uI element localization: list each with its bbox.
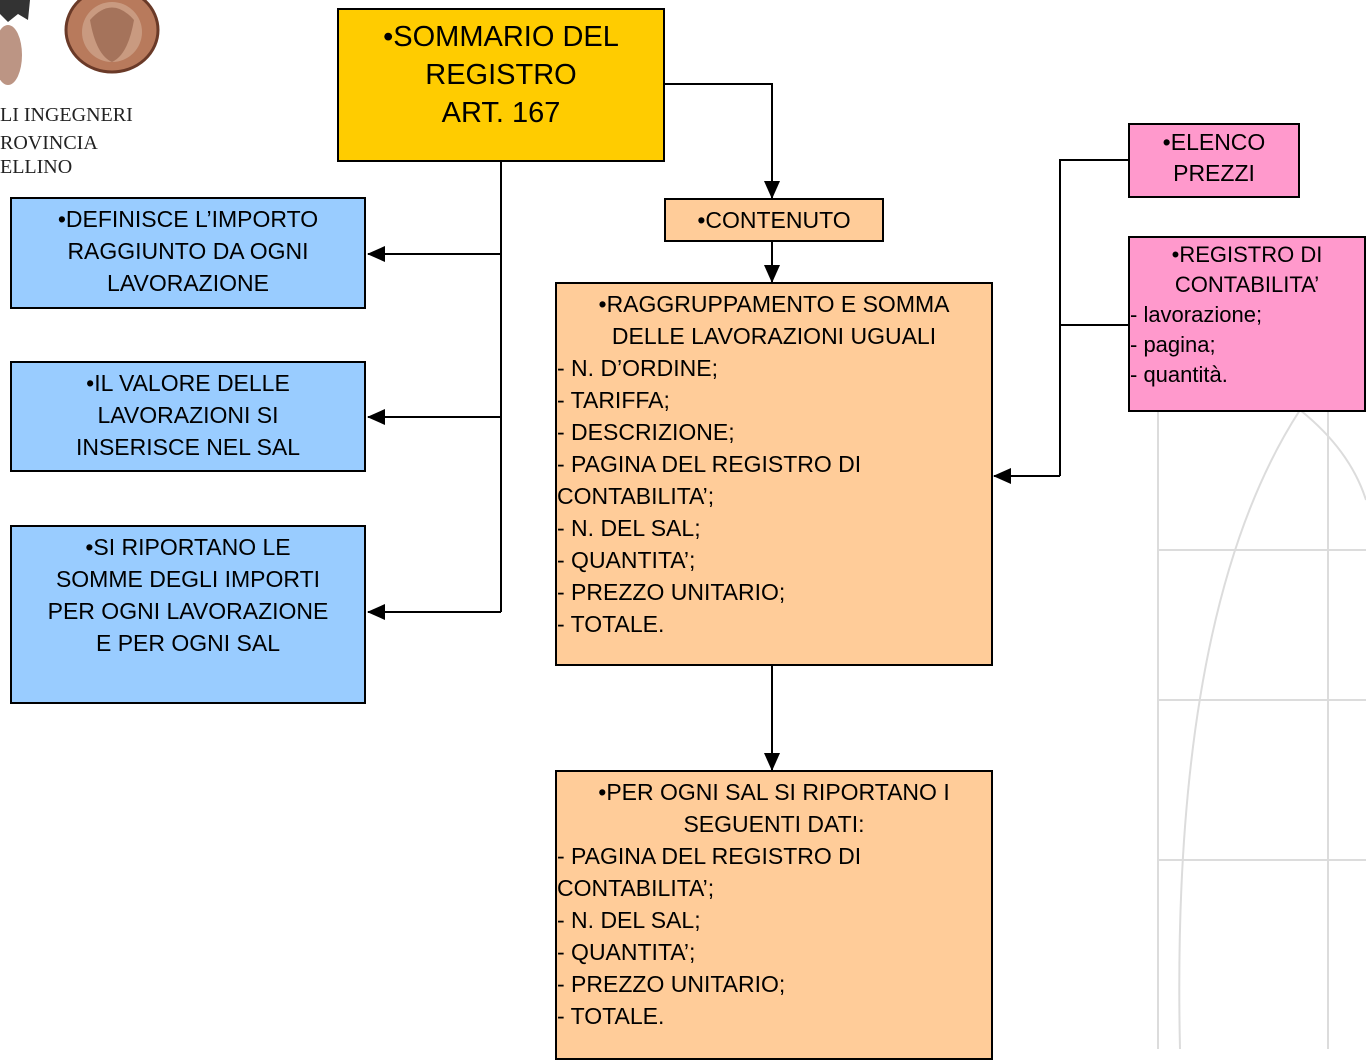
box-raggruppamento: •RAGGRUPPAMENTO E SOMMA DELLE LAVORAZION… [555,282,993,666]
ragg-item: - N. D’ORDINE; [557,355,718,381]
ragg-item: - N. DEL SAL; [557,515,701,541]
left2-line-1: •IL VALORE DELLE [86,370,290,396]
elenco-line-2: PREZZI [1173,160,1255,186]
registro-item: - pagina; [1130,332,1216,357]
persal-heading-1: •PER OGNI SAL SI RIPORTANO I [598,779,950,805]
ragg-item: - TARIFFA; [557,387,670,413]
ragg-item: - TOTALE. [557,611,665,637]
left2-line-2: LAVORAZIONI SI [97,402,279,428]
ragg-item: CONTABILITA’; [557,483,715,509]
left3-line-1: •SI RIPORTANO LE [85,534,291,560]
left3-line-3: PER OGNI LAVORAZIONE [47,598,329,624]
box-contenuto: •CONTENUTO [664,198,884,242]
left1-line-1: •DEFINISCE L’IMPORTO [57,206,319,232]
persal-item: - QUANTITA’; [557,939,696,965]
registro-heading-1: •REGISTRO DI [1171,242,1323,267]
contenuto-label: •CONTENUTO [697,207,851,233]
ragg-item: - PREZZO UNITARIO; [557,579,786,605]
ragg-item: - PAGINA DEL REGISTRO DI [557,451,862,477]
logo: LI INGEGNERI ROVINCIA ELLINO [0,0,170,180]
box-definisce-importo: •DEFINISCE L’IMPORTO RAGGIUNTO DA OGNI L… [10,197,366,309]
logo-seal [0,0,160,85]
left3-line-4: E PER OGNI SAL [95,630,281,656]
box-per-ogni-sal: •PER OGNI SAL SI RIPORTANO I SEGUENTI DA… [555,770,993,1060]
logo-line-1: LI INGEGNERI [0,104,133,126]
ragg-item: - DESCRIZIONE; [557,419,735,445]
persal-item: - PAGINA DEL REGISTRO DI [557,843,862,869]
ragg-heading-2: DELLE LAVORAZIONI UGUALI [611,323,937,349]
title-line-1: •SOMMARIO DEL [383,21,619,53]
elenco-line-1: •ELENCO [1162,129,1266,155]
left3-line-2: SOMME DEGLI IMPORTI [55,566,321,592]
persal-heading-2: SEGUENTI DATI: [683,811,865,837]
left2-line-3: INSERISCE NEL SAL [75,434,301,460]
box-somme-importi: •SI RIPORTANO LE SOMME DEGLI IMPORTI PER… [10,525,366,704]
registro-heading-2: CONTABILITA’ [1174,272,1320,297]
title-line-3: ART. 167 [441,97,561,129]
logo-line-3: ELLINO [0,156,73,178]
ragg-heading-1: •RAGGRUPPAMENTO E SOMMA [598,291,950,317]
left1-line-2: RAGGIUNTO DA OGNI [67,238,309,264]
connector-elenco [1059,159,1128,476]
ragg-item: - QUANTITA’; [557,547,696,573]
box-registro-contabilita: •REGISTRO DI CONTABILITA’ - lavorazione;… [1128,236,1366,412]
connector-title-to-contenuto [665,83,780,199]
box-elenco-prezzi: •ELENCO PREZZI [1128,123,1300,198]
title-box: •SOMMARIO DEL REGISTRO ART. 167 [337,8,665,162]
logo-line-2: ROVINCIA [0,132,98,154]
persal-item: - N. DEL SAL; [557,907,701,933]
persal-item: CONTABILITA’; [557,875,715,901]
persal-item: - TOTALE. [557,1003,665,1029]
registro-item: - lavorazione; [1130,302,1263,327]
left1-line-3: LAVORAZIONE [107,270,269,296]
background-drawing [1157,410,1366,1049]
title-line-2: REGISTRO [425,59,577,91]
box-valore-lavorazioni: •IL VALORE DELLE LAVORAZIONI SI INSERISC… [10,361,366,472]
registro-item: - quantità. [1130,362,1228,387]
persal-item: - PREZZO UNITARIO; [557,971,786,997]
